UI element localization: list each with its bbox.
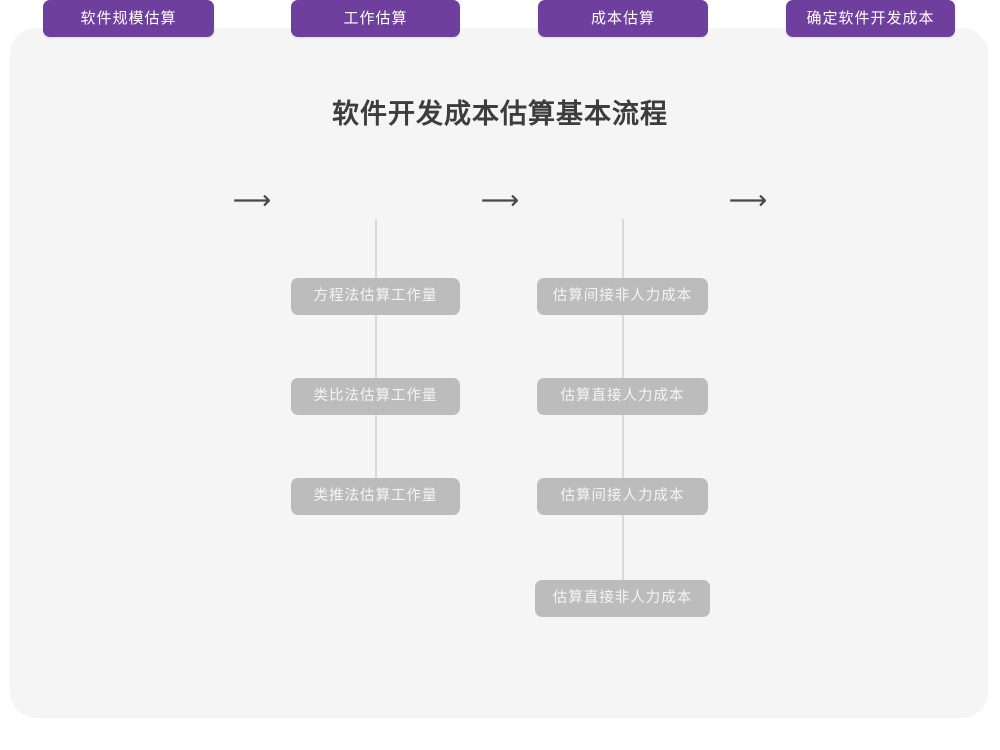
sub-box-cost-indirect-nonlabor[interactable]: 估算间接非人力成本 bbox=[537, 278, 708, 315]
connector-line-effort-branch bbox=[375, 219, 377, 479]
right-arrow-icon: ⟶ bbox=[232, 185, 272, 216]
diagram-title: 软件开发成本估算基本流程 bbox=[332, 99, 668, 129]
sub-box-cost-indirect-labor[interactable]: 估算间接人力成本 bbox=[537, 478, 708, 515]
sub-box-effort-inference-method[interactable]: 类推法估算工作量 bbox=[291, 478, 460, 515]
sub-box-effort-equation-method[interactable]: 方程法估算工作量 bbox=[291, 278, 460, 315]
right-arrow-icon: ⟶ bbox=[480, 185, 520, 216]
diagram-card bbox=[10, 28, 988, 718]
stage-box-effort-estimation[interactable]: 工作估算 bbox=[291, 0, 460, 37]
sub-box-cost-direct-labor[interactable]: 估算直接人力成本 bbox=[537, 378, 708, 415]
sub-box-effort-analogy-method[interactable]: 类比法估算工作量 bbox=[291, 378, 460, 415]
right-arrow-icon: ⟶ bbox=[728, 185, 768, 216]
stage-box-software-size-estimation[interactable]: 软件规模估算 bbox=[43, 0, 214, 37]
stage-box-determine-development-cost[interactable]: 确定软件开发成本 bbox=[786, 0, 955, 37]
sub-box-cost-direct-nonlabor[interactable]: 估算直接非人力成本 bbox=[535, 580, 710, 617]
stage-box-cost-estimation[interactable]: 成本估算 bbox=[538, 0, 708, 37]
